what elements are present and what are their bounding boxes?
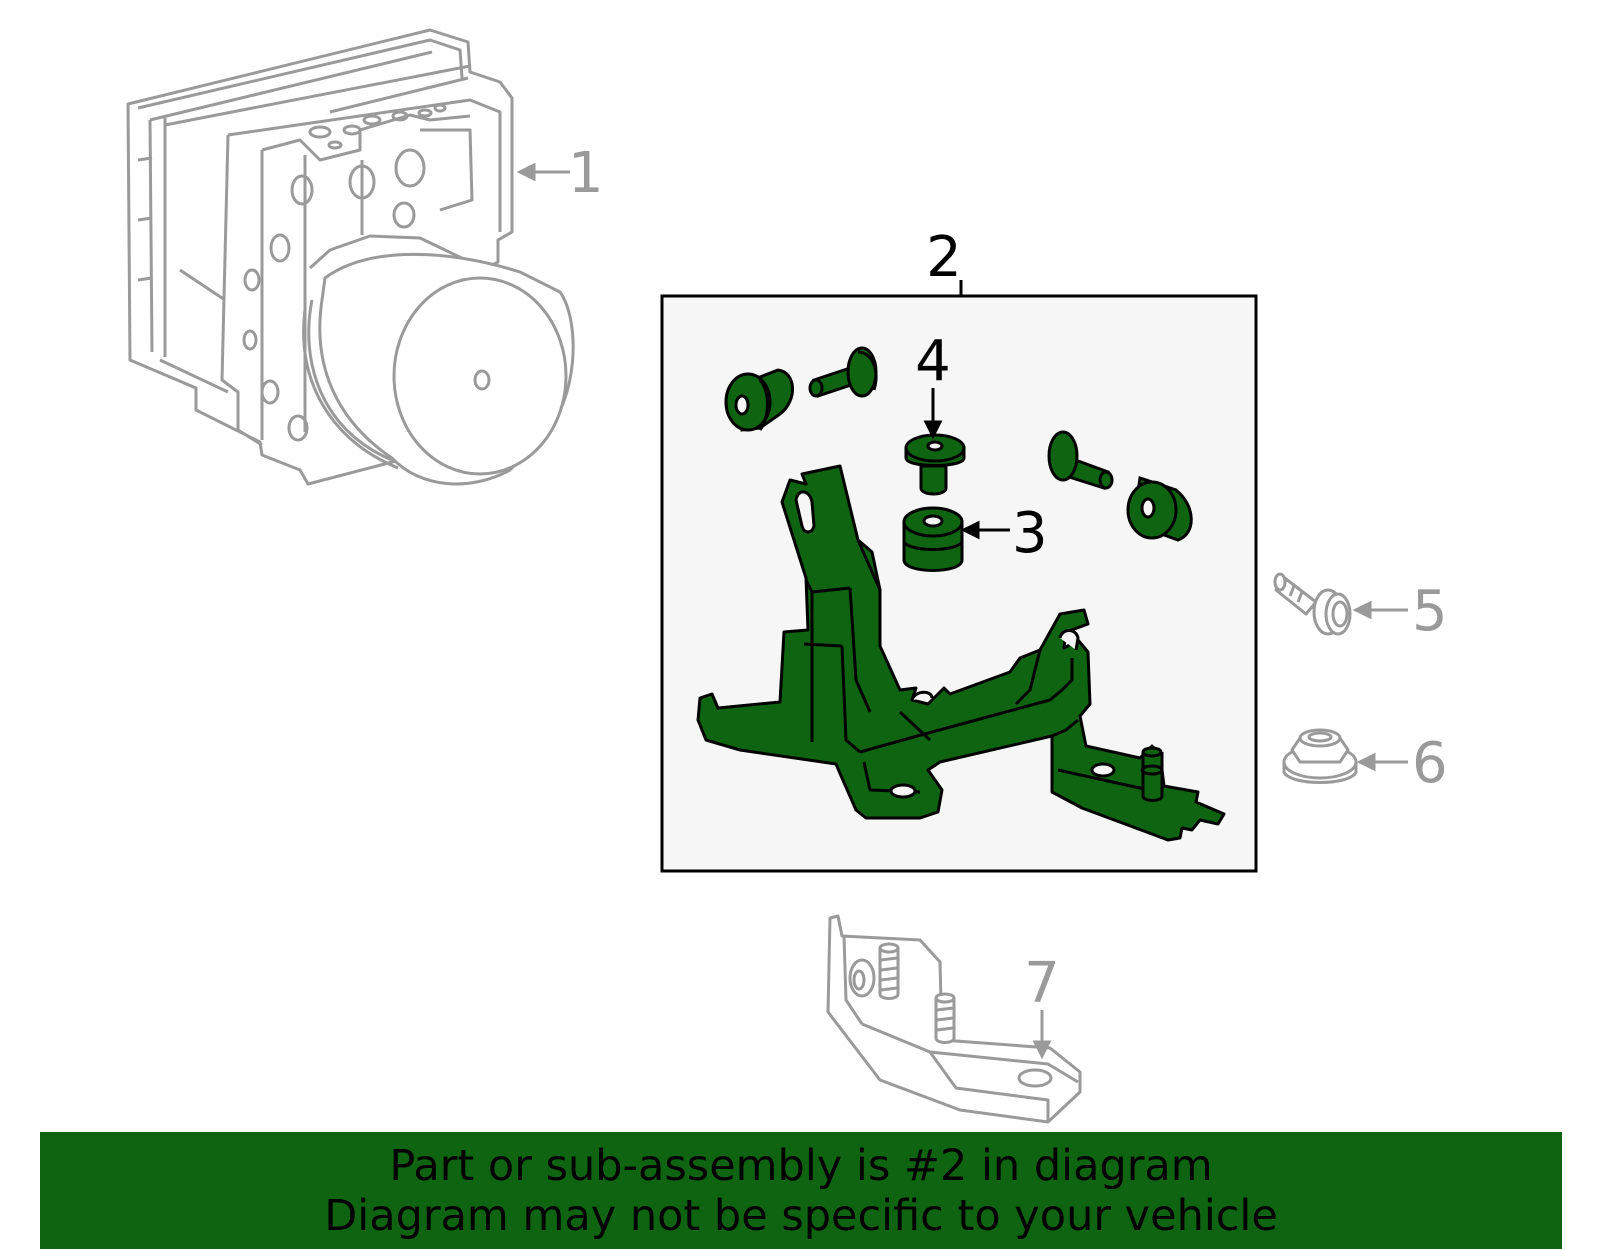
callout-2: 2 <box>926 225 962 290</box>
callout-5: 5 <box>1412 579 1448 644</box>
abs-bracket-part-2[interactable] <box>696 464 1226 842</box>
collar-part-4[interactable] <box>904 433 966 496</box>
notice-banner: Part or sub-assembly is #2 in diagram Di… <box>40 1132 1562 1249</box>
callout-labels: 1 2 3 4 5 6 7 <box>568 141 1448 1016</box>
lower-bracket-part-7[interactable] <box>826 914 1082 1124</box>
bolt-part-5[interactable] <box>1273 572 1352 636</box>
callout-box-part-2 <box>660 280 1258 873</box>
collar-bolt-upper-left[interactable] <box>808 346 878 398</box>
callout-1: 1 <box>568 141 604 206</box>
collar-bolt-upper-right[interactable] <box>1047 430 1114 490</box>
leader-arrows <box>516 162 1408 1060</box>
callout-3: 3 <box>1012 501 1048 566</box>
grommet-upper-left[interactable] <box>724 368 794 432</box>
notice-line-1: Part or sub-assembly is #2 in diagram <box>389 1140 1213 1191</box>
callout-4: 4 <box>915 329 951 394</box>
notice-line-2: Diagram may not be specific to your vehi… <box>324 1190 1278 1241</box>
grommet-part-3[interactable] <box>902 506 964 572</box>
abs-modulator-part-1[interactable] <box>126 28 575 486</box>
grommet-upper-right[interactable] <box>1126 476 1193 542</box>
nut-part-6[interactable] <box>1282 728 1358 784</box>
callout-7: 7 <box>1024 951 1060 1016</box>
callout-6: 6 <box>1412 731 1448 796</box>
